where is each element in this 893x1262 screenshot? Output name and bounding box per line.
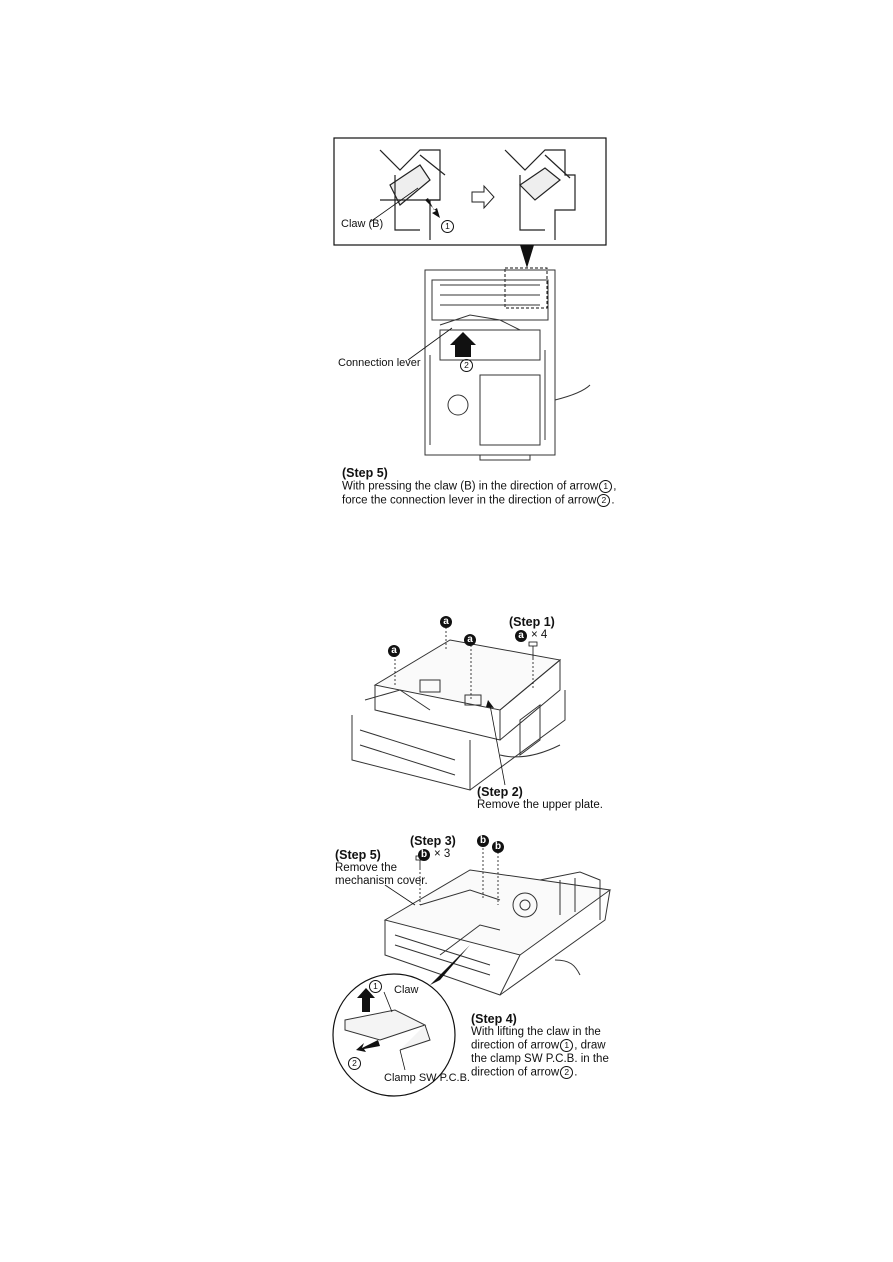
step5-cover-title: (Step 5) <box>335 848 381 862</box>
step4-title: (Step 4) <box>471 1012 517 1026</box>
step5-line-2: force the connection lever in the direct… <box>342 493 615 507</box>
step3-count: × 3 <box>434 848 451 860</box>
step5-line-1: With pressing the claw (B) in the direct… <box>342 480 617 493</box>
inset-arrow-1-marker: 1 <box>369 980 382 994</box>
step3-label: (Step 3) b × 3 <box>410 834 456 861</box>
step5-title: (Step 5) <box>342 466 388 480</box>
step1-count: × 4 <box>531 629 548 641</box>
step1-marker: a <box>515 629 527 642</box>
step4-line-1: With lifting the claw in the <box>471 1026 601 1038</box>
connection-lever-label: Connection lever <box>338 357 421 369</box>
arrow-2-marker: 2 <box>460 359 473 373</box>
step5-instructions: (Step 5) With pressing the claw (B) in t… <box>342 466 617 507</box>
screw-a-marker-3: a <box>464 634 476 646</box>
step2-label: (Step 2) Remove the upper plate. <box>477 785 603 812</box>
step5-cover-label: (Step 5) Remove the mechanism cover. <box>335 848 428 888</box>
step3-title: (Step 3) <box>410 834 456 848</box>
step1-title: (Step 1) <box>509 615 555 629</box>
step5-cover-line-2: mechanism cover. <box>335 875 428 887</box>
step2-text: Remove the upper plate. <box>477 799 603 811</box>
step5-cover-line-1: Remove the <box>335 862 398 874</box>
claw-b-label: Claw (B) <box>341 218 384 230</box>
step4-line-3: the clamp SW P.C.B. in the <box>471 1052 609 1065</box>
inset-pcb-label: Clamp SW P.C.B. <box>384 1072 470 1084</box>
arrow-1-marker: 1 <box>441 220 454 234</box>
step2-title: (Step 2) <box>477 785 523 799</box>
step3-marker: b <box>418 848 430 861</box>
screw-a-marker-2: a <box>440 616 452 628</box>
step1-label: (Step 1) a × 4 <box>509 615 555 642</box>
screw-b-marker-2: b <box>492 841 504 853</box>
inset-arrow-2-marker: 2 <box>348 1057 361 1071</box>
screw-b-marker-1: b <box>477 835 489 847</box>
screw-a-marker-1: a <box>388 645 400 657</box>
inset-claw-label: Claw <box>394 984 419 996</box>
step4-label: (Step 4) With lifting the claw in the di… <box>471 1012 609 1079</box>
